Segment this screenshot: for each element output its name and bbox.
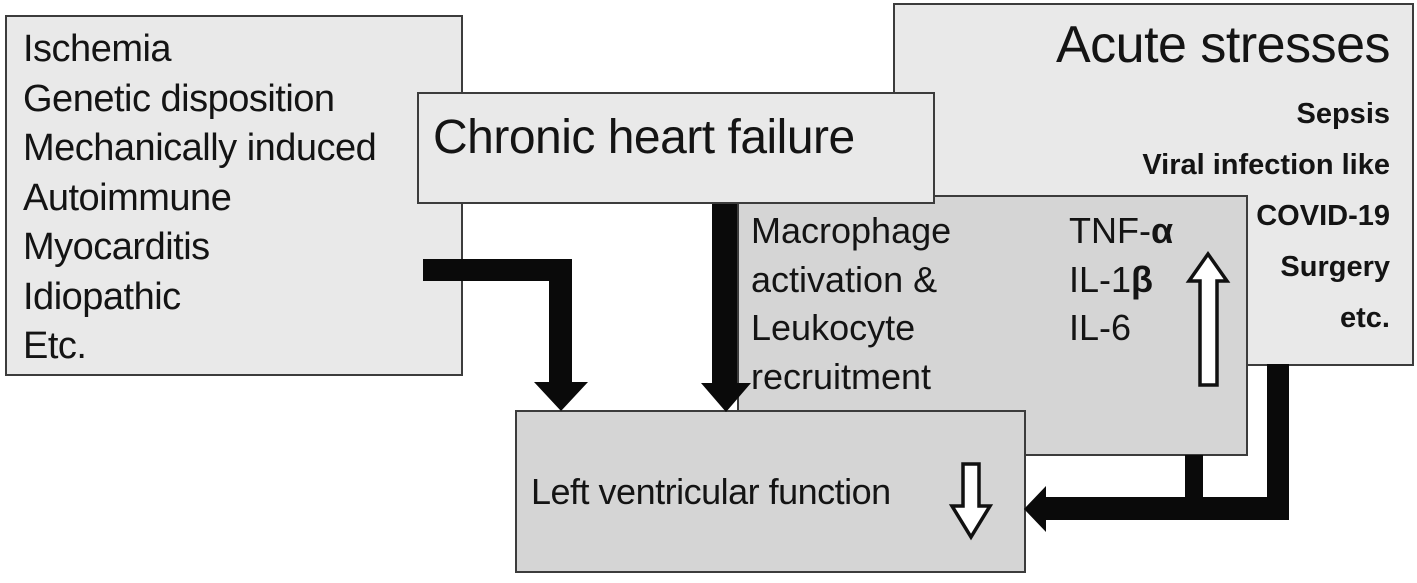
cytokine-greek: β bbox=[1131, 258, 1154, 300]
cause-item: Etc. bbox=[23, 325, 87, 367]
box-chronic-causes: Ischemia Genetic disposition Mechanicall… bbox=[5, 15, 463, 376]
cytokine-name: IL-6 bbox=[1069, 307, 1132, 348]
connector-inflammation-to-lv bbox=[1185, 455, 1203, 520]
cause-item: Genetic disposition bbox=[23, 77, 335, 120]
cause-item: Mechanically induced bbox=[23, 127, 377, 169]
cause-item: Autoimmune bbox=[23, 176, 232, 219]
cytokine-item: IL-6 bbox=[1069, 304, 1173, 353]
acute-stress-item: COVID-19 bbox=[1256, 200, 1390, 232]
acute-stresses-title: Acute stresses bbox=[1055, 16, 1391, 74]
process-line: Leukocyte bbox=[751, 307, 916, 348]
cytokine-name: TNF- bbox=[1069, 210, 1151, 251]
connector-horizontal-to-lv bbox=[1024, 486, 1289, 532]
process-line: Macrophage bbox=[751, 210, 952, 251]
cytokine-item: IL-1β bbox=[1069, 256, 1173, 305]
acute-stress-item: Viral infection like bbox=[1142, 149, 1390, 181]
cytokine-greek: α bbox=[1150, 210, 1174, 251]
cause-item: Myocarditis bbox=[23, 226, 210, 268]
cause-item: Idiopathic bbox=[23, 275, 181, 318]
cytokine-item: TNF-α bbox=[1069, 207, 1173, 256]
cause-item: Ischemia bbox=[23, 28, 172, 70]
cytokine-name: IL-1 bbox=[1069, 258, 1132, 300]
acute-stress-item: Sepsis bbox=[1296, 98, 1391, 130]
acute-stress-item: Surgery bbox=[1280, 251, 1390, 283]
box-chronic-heart-failure: Chronic heart failure bbox=[417, 92, 935, 204]
acute-stress-item: etc. bbox=[1340, 302, 1390, 334]
acute-stresses-list: Sepsis Viral infection like COVID-19 Sur… bbox=[895, 89, 1390, 344]
process-line: recruitment bbox=[751, 355, 932, 397]
connector-acute-to-lv bbox=[1267, 364, 1289, 520]
box-left-ventricular-function: Left ventricular function bbox=[515, 410, 1026, 573]
cytokine-list: TNF-α IL-1β IL-6 bbox=[1069, 207, 1173, 353]
lv-function-label: Left ventricular function bbox=[531, 470, 891, 512]
chronic-heart-failure-label: Chronic heart failure bbox=[433, 110, 855, 164]
process-line: activation & bbox=[751, 258, 938, 300]
inflammation-process-text: Macrophage activation & Leukocyte recrui… bbox=[751, 207, 951, 401]
